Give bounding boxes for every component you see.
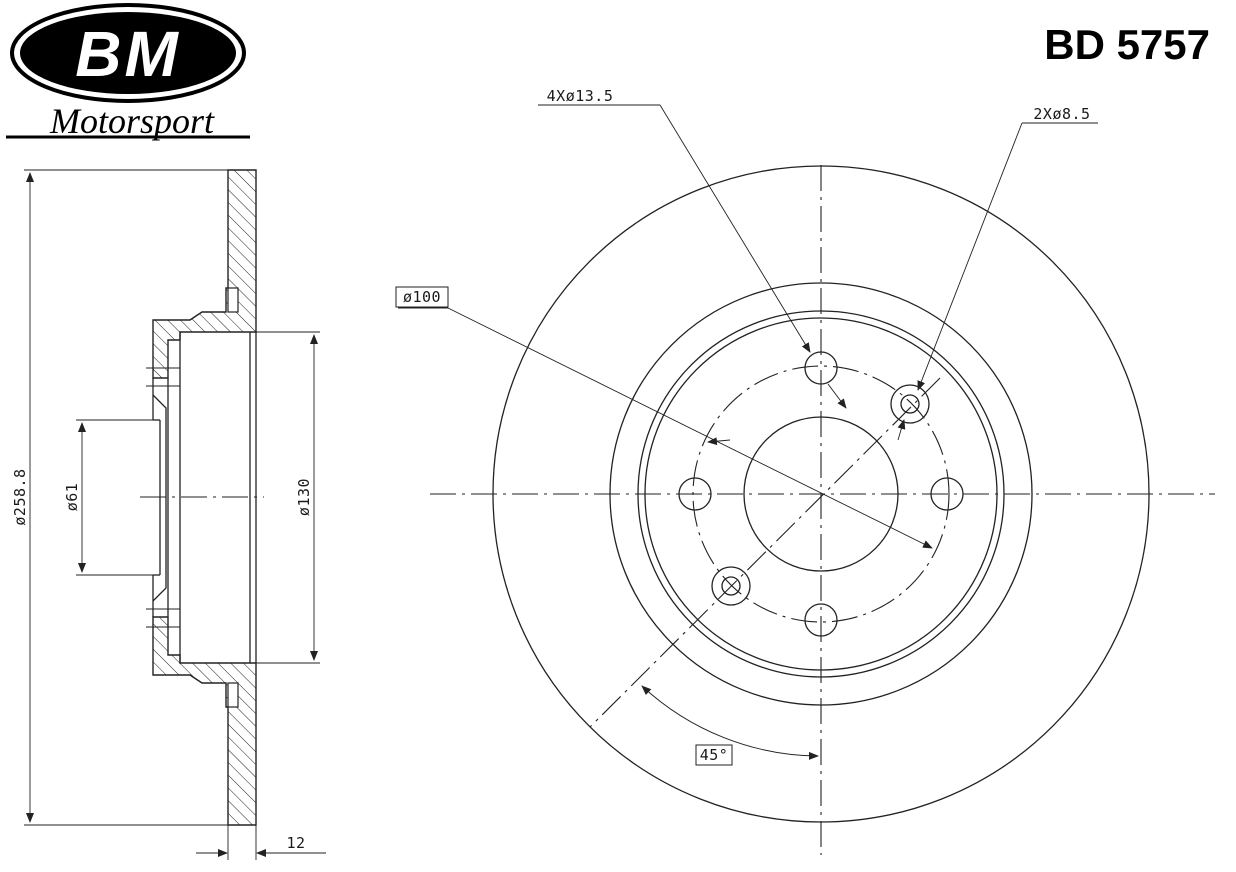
braking-surface-inner-edge [609,282,1033,706]
dim-hub-bore: ø61 [63,483,81,512]
dim-bolt-circle: ø100 [403,288,441,306]
dim-bolt-holes: 4Xø13.5 [547,87,614,105]
bolt-hole [930,477,964,511]
dim-outer-diameter: ø258.8 [11,468,29,525]
dim-thickness: 12 [286,834,305,852]
bolt-hole [804,351,838,385]
bolt-circle [692,365,950,623]
dim-angle: 45° [700,746,729,764]
hub-step [644,317,998,671]
disc-outer-edge [492,165,1150,823]
logo-subtitle: Motorsport [49,101,215,141]
side-section-view: ø258.8 ø61 ø130 12 [11,169,326,860]
dim-hub-diameter: ø130 [295,478,313,516]
center-bore [743,416,899,572]
hub-outer-edge [637,310,1005,678]
bolt-hole [678,477,712,511]
pin-hole [890,384,930,424]
bolt-hole [804,603,838,637]
front-view: ø100 4Xø13.5 2Xø8.5 45° [395,87,1215,855]
dim-pin-holes: 2Xø8.5 [1033,105,1090,123]
part-number: BD 5757 [1044,21,1210,68]
brand-logo: BM Motorsport [6,3,250,141]
logo-brand-text: BM [75,18,181,90]
pin-hole [711,566,751,606]
